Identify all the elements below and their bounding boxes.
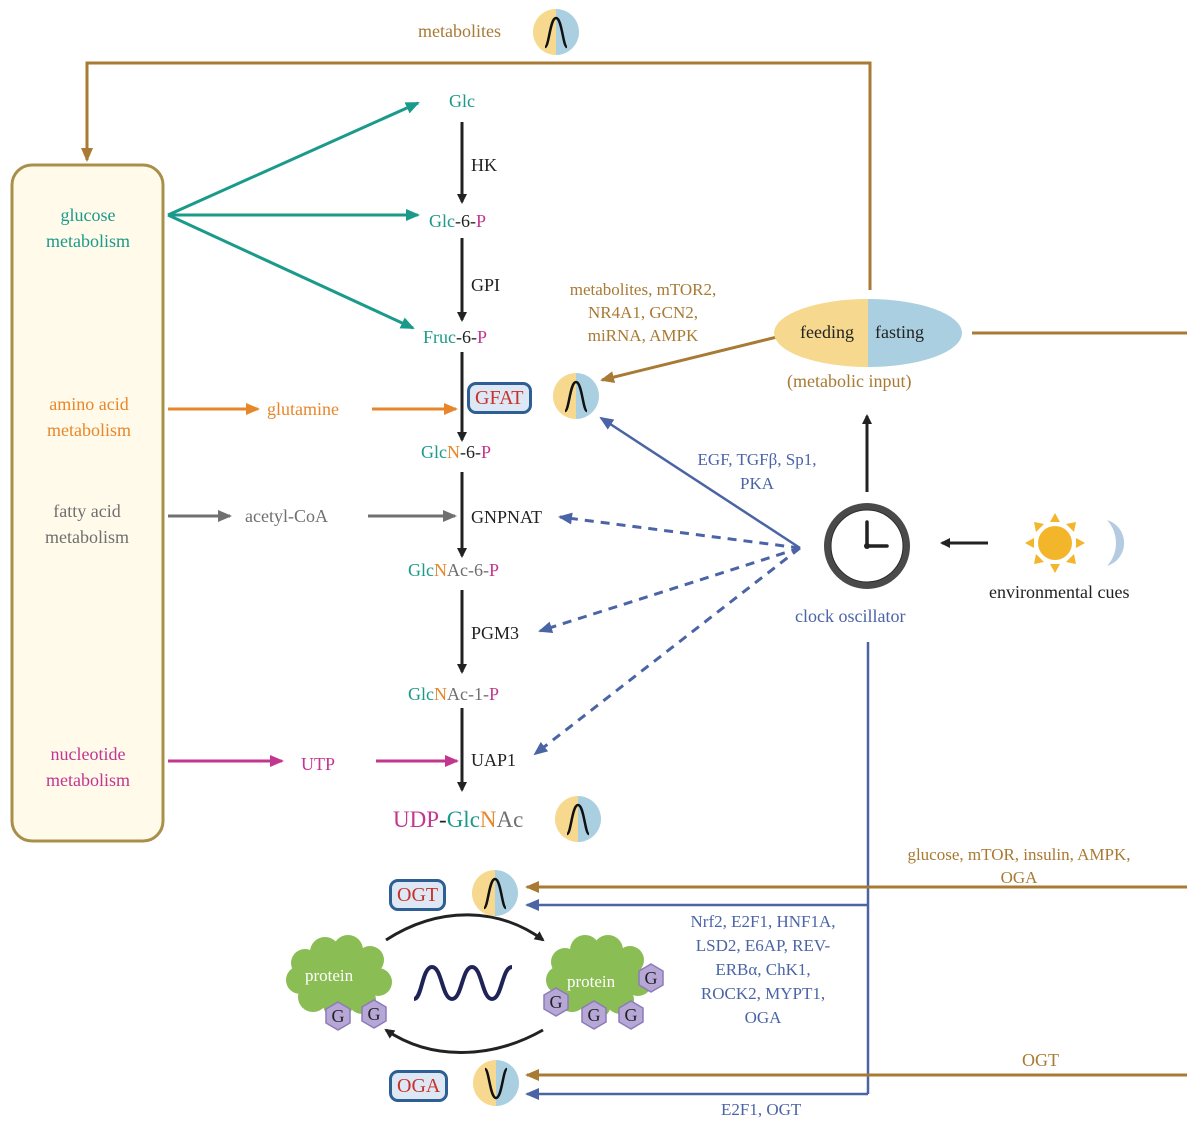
metabolism-box xyxy=(10,163,165,843)
amino-acid-metabolism-label: amino acid metabolism xyxy=(47,391,131,443)
ogt-blue-regulator-line: LSD2, E6AP, REV- xyxy=(695,936,831,955)
amino-metabolism-line1: amino acid xyxy=(49,394,129,414)
oga-regulator-brown: OGT xyxy=(1022,1050,1059,1070)
utp-label: UTP xyxy=(301,754,336,774)
ogt-brown-regulator-line: glucose, mTOR, insulin, AMPK, xyxy=(907,845,1131,864)
g-hexagon xyxy=(581,1000,607,1030)
rhythm-badge-udpglcnac xyxy=(555,796,601,842)
g-hexagon xyxy=(543,987,569,1017)
dashed-arrow-to-pgm3 xyxy=(538,546,801,634)
gfat-regulators-brown: metabolites, mTOR2, NR4A1, GCN2, miRNA, … xyxy=(570,278,717,347)
top-metabolites-label: metabolites xyxy=(418,21,501,41)
acetyl-coa-label: acetyl-CoA xyxy=(245,506,328,526)
g-hexagon xyxy=(618,1000,644,1030)
gfat-blue-regulator-line: EGF, TGFβ, Sp1, xyxy=(697,450,817,469)
oscillation-wave-icon xyxy=(413,964,513,1002)
nucleotide-metabolism-label: nucleotide metabolism xyxy=(46,741,130,793)
g-label: G xyxy=(367,1004,381,1024)
rhythm-badge-gfat xyxy=(553,373,599,419)
fatty-metabolism-line1: fatty acid xyxy=(53,501,121,521)
glcnac6p-label: GlcNAc-6-P xyxy=(408,560,499,580)
cycle-arrow-top xyxy=(385,913,545,942)
rhythm-badge-ogt xyxy=(472,870,518,916)
protein-blob-left xyxy=(286,935,392,1019)
moon-icon xyxy=(1107,520,1125,566)
amino-metabolism-line2: metabolism xyxy=(47,420,131,440)
fasting-label: fasting xyxy=(875,322,924,342)
clock-oscillator-label: clock oscillator xyxy=(795,606,906,626)
fatty-metabolism-line2: metabolism xyxy=(45,527,129,547)
arrow-clock-to-gfat xyxy=(599,416,801,550)
protein-label-left: protein xyxy=(305,966,354,985)
g-hexagon xyxy=(325,1001,351,1031)
glcn6p-label: GlcN-6-P xyxy=(421,442,492,462)
nucleotide-metabolism-line1: nucleotide xyxy=(50,744,126,764)
g-label: G xyxy=(587,1005,601,1025)
udp-glcnac-label: UDP-GlcNAc xyxy=(393,807,524,832)
ogt-blue-regulator-line: ROCK2, MYPT1, xyxy=(700,984,826,1003)
glc6p-label: Glc-6-P xyxy=(429,211,487,231)
metabolic-input-label: (metabolic input) xyxy=(787,371,912,391)
ogt-blue-regulator-line: Nrf2, E2F1, HNF1A, xyxy=(690,912,836,931)
cycle-arrow-bottom xyxy=(384,1028,544,1054)
arrow-to-glc xyxy=(167,101,420,217)
ogt-regulators-blue: Nrf2, E2F1, HNF1A, LSD2, E6AP, REV- ERBα… xyxy=(691,910,836,1030)
gfat-enzyme-box: GFAT xyxy=(467,382,532,414)
g-label: G xyxy=(331,1006,345,1026)
top-feedback-arrow xyxy=(81,61,872,290)
g-label: G xyxy=(644,968,658,988)
oga-enzyme-box: OGA xyxy=(389,1070,449,1102)
g-hexagon xyxy=(638,963,664,993)
arrow-feeding-to-gfat xyxy=(600,333,786,383)
protein-label-right: protein xyxy=(567,972,616,991)
nucleotide-metabolism-line2: metabolism xyxy=(46,770,130,790)
pgm3-enzyme-label: PGM3 xyxy=(471,623,520,643)
gnpnat-enzyme-label: GNPNAT xyxy=(471,507,543,527)
gfat-regulators-blue: EGF, TGFβ, Sp1, PKA xyxy=(698,448,817,496)
clock-icon xyxy=(824,503,910,589)
fatty-acid-metabolism-label: fatty acid metabolism xyxy=(45,498,129,550)
hk-enzyme-label: HK xyxy=(471,155,497,175)
ogt-enzyme-box: OGT xyxy=(389,879,447,911)
glc-label: Glc xyxy=(449,91,475,111)
ogt-blue-regulator-line: OGA xyxy=(744,1008,782,1027)
rhythm-badge-oga xyxy=(473,1060,519,1106)
oga-regulator-blue: E2F1, OGT xyxy=(721,1100,802,1119)
glcnac1p-label: GlcNAc-1-P xyxy=(408,684,499,704)
g-hexagon xyxy=(361,999,387,1029)
glutamine-label: glutamine xyxy=(267,399,339,419)
fruc6p-label: Fruc-6-P xyxy=(423,327,488,347)
uap1-enzyme-label: UAP1 xyxy=(471,750,517,770)
environmental-cues-label: environmental cues xyxy=(989,582,1130,602)
sun-icon xyxy=(1025,513,1085,573)
ogt-blue-regulator-line: ERBα, ChK1, xyxy=(715,960,811,979)
g-label: G xyxy=(549,992,563,1012)
dashed-arrow-to-gnpnat xyxy=(558,512,801,550)
g-label: G xyxy=(624,1005,638,1025)
ogt-regulators-brown: glucose, mTOR, insulin, AMPK, OGA xyxy=(907,843,1130,889)
glucose-metabolism-line2: metabolism xyxy=(46,231,130,251)
glucose-metabolism-label: glucose metabolism xyxy=(46,202,130,254)
dashed-arrow-to-uap1 xyxy=(533,546,801,756)
ogt-brown-regulator-line: OGA xyxy=(1000,868,1038,887)
gfat-regulator-line: NR4A1, GCN2, xyxy=(587,303,699,322)
feeding-label: feeding xyxy=(800,322,854,342)
gfat-blue-regulator-line: PKA xyxy=(739,474,775,493)
gfat-regulator-line: miRNA, AMPK xyxy=(587,326,699,345)
rhythm-badge-top xyxy=(533,9,579,55)
gfat-regulator-line: metabolites, mTOR2, xyxy=(569,280,717,299)
glucose-metabolism-line1: glucose xyxy=(60,205,116,225)
gpi-enzyme-label: GPI xyxy=(471,275,501,295)
arrow-to-fruc6p xyxy=(167,213,415,330)
